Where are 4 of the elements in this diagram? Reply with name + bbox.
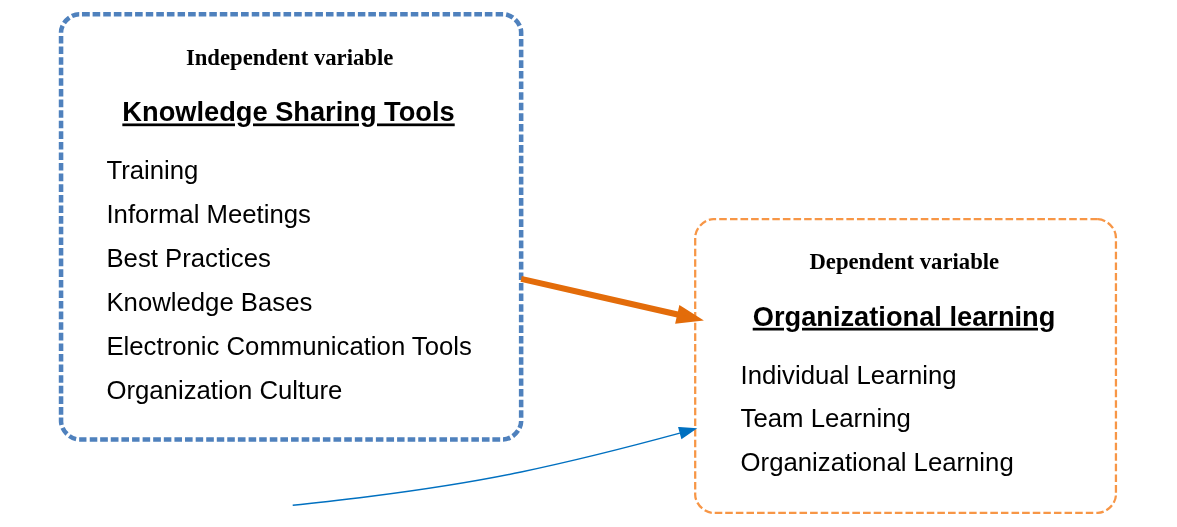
node-box: Independent variable Knowledge Sharing Tools Training Informal Meetings Best Practices Knowledge Bases Electronic Communication Tools Organization Culture (58, 11, 524, 442)
node-box: Dependent variable Organizational learning Individual Learning Team Learning Organizational Learning (694, 218, 1118, 514)
arrow (291, 427, 698, 506)
arrow (520, 275, 704, 324)
